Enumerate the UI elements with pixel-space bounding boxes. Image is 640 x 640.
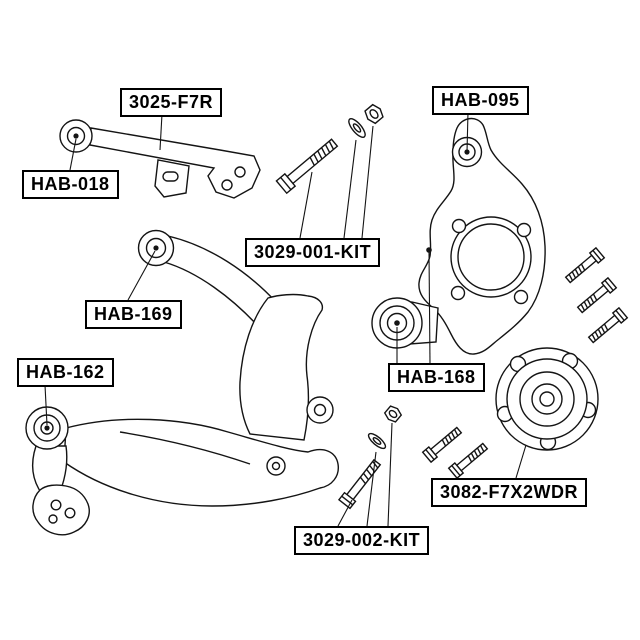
part-label-3029-002-kit: 3029-002-KIT: [294, 526, 430, 555]
part-label-hab-018: HAB-018: [22, 170, 119, 199]
hub-drawing: [495, 347, 599, 451]
part-label-3029-001-kit: 3029-001-KIT: [245, 238, 381, 267]
leader-lines: [44, 111, 527, 527]
part-label-hab-162: HAB-162: [17, 358, 114, 387]
part-label-hab-168: HAB-168: [388, 363, 485, 392]
part-label-hab-169: HAB-169: [85, 300, 182, 329]
bolt-kit1-drawing: [275, 103, 384, 194]
part-label-hab-095: HAB-095: [432, 86, 529, 115]
part-label-3025-f7r: 3025-F7R: [120, 88, 223, 117]
trailing-arm-drawing: [25, 293, 339, 536]
part-label-3082-f7x2wdr: 3082-F7X2WDR: [431, 478, 588, 507]
bolt-kit2-drawing: [338, 405, 403, 510]
knuckle-drawing: [371, 117, 546, 355]
lateral-rod-drawing: [59, 119, 261, 199]
